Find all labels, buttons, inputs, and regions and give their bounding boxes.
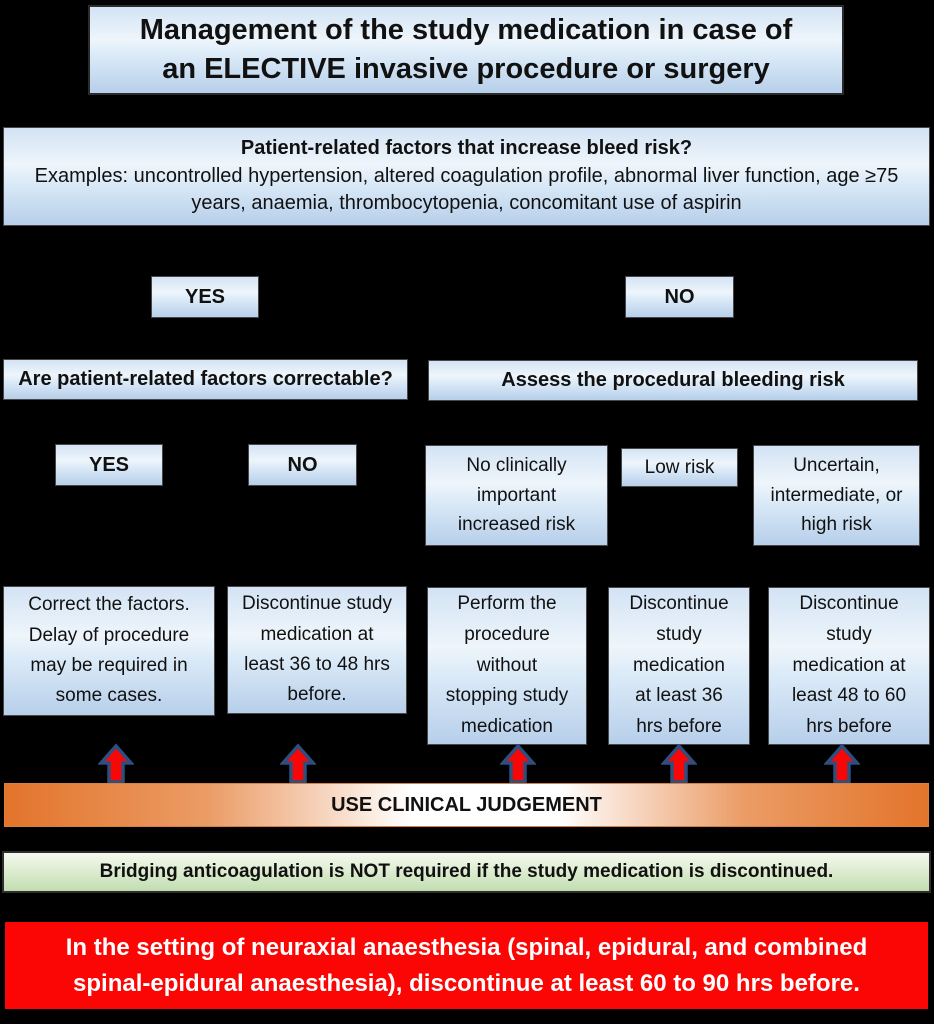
outcome-discontinue-48-60-box: Discontinue study medication at least 48… <box>768 587 930 745</box>
bridging-anticoagulation-banner: Bridging anticoagulation is NOT required… <box>2 851 931 893</box>
risk-level-low-box: Low risk <box>621 448 738 487</box>
correctable-question-box: Are patient-related factors correctable? <box>3 359 408 400</box>
neuraxial-anaesthesia-alert-banner: In the setting of neuraxial anaesthesia … <box>5 922 928 1009</box>
risk-level-no-clinically-important-box: No clinically important increased risk <box>425 445 608 546</box>
up-arrow-icon <box>500 744 536 784</box>
up-arrow-icon <box>661 744 697 784</box>
outcome-discontinue-36-box: Discontinue study medication at least 36… <box>608 587 750 745</box>
up-arrow-icon <box>98 744 134 784</box>
branch-yes-box: YES <box>151 276 259 318</box>
sub-branch-yes-box: YES <box>55 444 163 486</box>
bleed-risk-question-box: Patient-related factors that increase bl… <box>3 127 930 226</box>
sub-branch-no-box: NO <box>248 444 357 486</box>
outcome-perform-procedure-box: Perform the procedure without stopping s… <box>427 587 587 745</box>
bleed-risk-examples-text: Examples: uncontrolled hypertension, alt… <box>34 164 899 215</box>
page-title: Management of the study medication in ca… <box>88 5 844 95</box>
branch-no-box: NO <box>625 276 734 318</box>
clinical-judgement-banner: USE CLINICAL JUDGEMENT <box>4 783 929 827</box>
up-arrow-icon <box>280 744 316 784</box>
outcome-discontinue-36-48-box: Discontinue study medication at least 36… <box>227 586 407 714</box>
up-arrow-icon <box>824 744 860 784</box>
bleed-risk-question-heading: Patient-related factors that increase bl… <box>240 137 693 160</box>
outcome-correct-factors-box: Correct the factors. Delay of procedure … <box>3 586 215 716</box>
assess-bleeding-risk-box: Assess the procedural bleeding risk <box>428 360 918 401</box>
risk-level-uncertain-box: Uncertain, intermediate, or high risk <box>753 445 920 546</box>
